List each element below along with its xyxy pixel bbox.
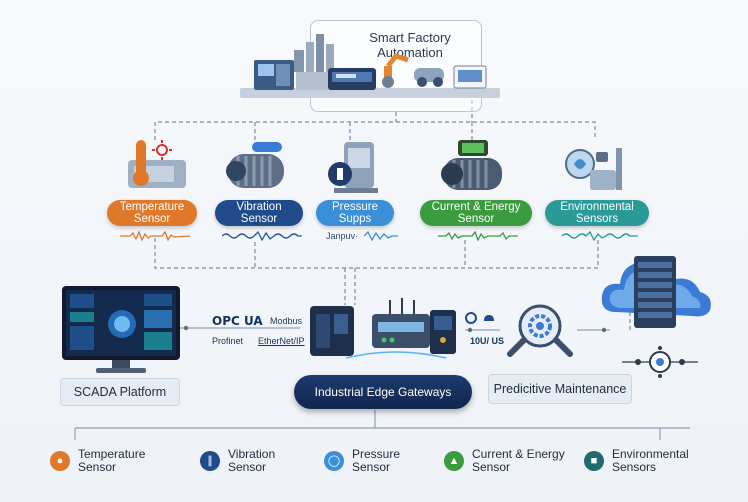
pill-line2: Sensor (133, 213, 171, 225)
legend-line1: Temperature (78, 447, 146, 461)
legend-line1: Current & Energy (472, 447, 565, 461)
pill-line1: Current & Energy (431, 201, 521, 213)
pill-line2: Sensor (457, 213, 495, 225)
pressure-icon: ◯ (324, 450, 344, 471)
legend-line2: Sensor (228, 459, 267, 474)
legend-line1: Vibration (228, 447, 276, 461)
vibration-sensor-device (226, 142, 284, 188)
environment-icon: ■ (584, 450, 604, 471)
pill-line2: Supps (338, 213, 372, 225)
scada-label: SCADA Platform (60, 378, 180, 406)
title-line1: Smart Factory (369, 30, 451, 45)
pill-line2: Sensor (240, 213, 278, 225)
io-status-text: 10U/ US (470, 336, 505, 346)
pressure-waveform (364, 230, 398, 242)
temperature-waveform (120, 230, 190, 242)
ethernet-ip-label: EtherNet/IP (258, 336, 305, 346)
edge-gateway-devices (310, 298, 456, 359)
pressure-wave-caption: Janpuv· (326, 231, 359, 241)
edge-gateway-label: Industrial Edge Gateways (294, 375, 472, 409)
predictive-maintenance-label: Predicitive Maintenance (488, 374, 632, 404)
factory-illustration (240, 34, 500, 98)
environmental-waveform (562, 230, 638, 242)
legend-line2: Sensor (472, 459, 511, 474)
opc-ua-label: OPC UA (212, 314, 263, 328)
profinet-label: Profinet (212, 336, 244, 346)
environmental-sensor-device (565, 148, 622, 190)
network-node-icon (622, 346, 698, 378)
vibration-waveform (222, 230, 302, 242)
pressure-sensor-device (328, 142, 378, 193)
energy-sensor-device (441, 140, 502, 190)
magnifier-gear-icon (507, 304, 573, 357)
thermometer-icon: ● (50, 450, 70, 471)
cloud-server-icon (601, 256, 711, 328)
pill-line1: Vibration (236, 201, 282, 213)
legend-line1: Pressure (352, 447, 401, 461)
pill-line1: Pressure (331, 201, 379, 213)
modbus-label: Modbus (270, 316, 303, 326)
legend-line2: Sensor (78, 459, 117, 474)
pill-line1: Environmental (560, 201, 634, 213)
scada-monitor (62, 286, 180, 373)
legend-line1: Environmental (612, 447, 689, 461)
legend-line2: Sensors (612, 459, 657, 474)
energy-waveform (438, 230, 518, 242)
network-status-icon (465, 312, 494, 324)
temperature-sensor-device (128, 140, 186, 188)
pill-line2: Sensors (575, 213, 619, 225)
vibration-icon: ∥ (200, 450, 220, 471)
legend-line2: Sensor (352, 459, 391, 474)
pill-line1: Temperature (119, 201, 185, 213)
energy-icon: ▲ (444, 450, 464, 471)
